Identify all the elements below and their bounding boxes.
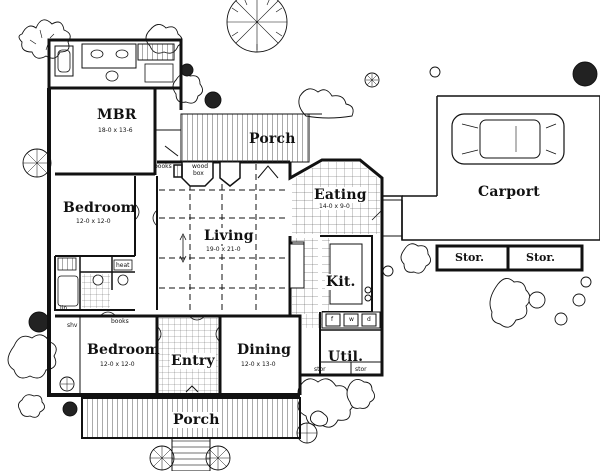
front-steps (171, 437, 211, 471)
room-dim-living: 19-0 x 21-0 (206, 246, 241, 253)
note-appl-w: w (349, 316, 354, 323)
note-appl-f: f (331, 316, 334, 323)
shrub-left-porch (17, 394, 45, 418)
room-label-porch-bottom: Porch (172, 412, 221, 428)
note-shv: shv (67, 322, 78, 329)
room-label-util: Util. (328, 349, 364, 365)
room-label-bedroom-2: Bedroom (87, 342, 160, 358)
car-icon (451, 113, 565, 165)
living-beams (159, 164, 288, 314)
note-lin: lin (60, 305, 68, 312)
shrub-top-left (18, 19, 71, 59)
room-label-living: Living (203, 228, 255, 244)
tree-top-center (226, 0, 288, 53)
note-books-bottom: books (111, 318, 129, 325)
porch-top-deck (155, 113, 322, 179)
room-label-carport: Carport (478, 184, 540, 200)
room-label-mbr: MBR (97, 107, 137, 123)
note-stor-b: stor (355, 366, 367, 373)
room-label-kit: Kit. (325, 274, 357, 290)
note-books-top: books (154, 163, 172, 170)
carport-structure (382, 95, 600, 272)
porch-bottom-deck (81, 385, 301, 471)
note-box: box (193, 170, 204, 177)
note-stor-a: stor (314, 366, 326, 373)
room-label-porch-top: Porch (249, 131, 296, 147)
room-label-stor-2: Stor. (526, 251, 555, 264)
room-dim-mbr: 18-0 x 13-6 (98, 127, 133, 134)
room-label-bedroom-1: Bedroom (63, 200, 136, 216)
note-appl-d: d (367, 316, 371, 323)
note-heat: heat (116, 262, 130, 269)
fireplace-right (219, 162, 241, 187)
room-label-entry: Entry (170, 353, 216, 369)
room-dim-eating: 14-0 x 9-0 (319, 203, 350, 210)
room-label-stor-1: Stor. (455, 251, 484, 264)
room-label-dining: Dining (237, 342, 292, 358)
room-label-eating: Eating (313, 187, 368, 203)
note-wood: wood (192, 163, 209, 170)
room-dim-bedroom-2: 12-0 x 12-0 (100, 361, 135, 368)
room-dim-dining: 12-0 x 13-0 (241, 361, 276, 368)
shrub-kitchen-right (400, 243, 431, 274)
eating-angled-tile (292, 162, 380, 180)
room-dim-bedroom-1: 12-0 x 12-0 (76, 218, 111, 225)
shrub-left-bottom (7, 334, 57, 379)
